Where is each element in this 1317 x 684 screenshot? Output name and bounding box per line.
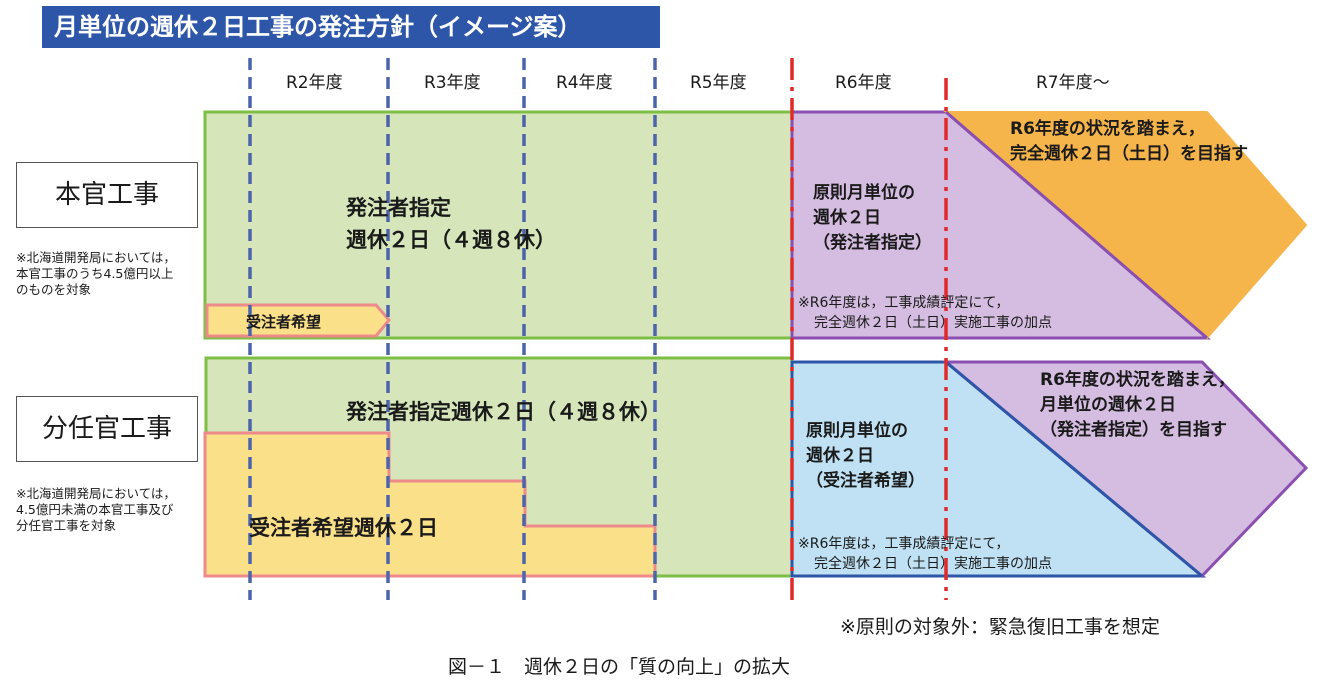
honkan-r6-line2: 週休２日 xyxy=(813,208,881,228)
footnote: ※原則の対象外：緊急復旧工事を想定 xyxy=(840,616,1160,638)
bunnin-r6-line1: 原則月単位の xyxy=(806,421,908,441)
bunnin-note: ※北海道開発局においては，4.5億円未満の本官工事及び分任官工事を対象 xyxy=(16,486,176,533)
honkan-r6-line1: 原則月単位の xyxy=(813,183,915,203)
year-dividers-red xyxy=(790,58,948,600)
honkan-contractor-hope-arrow xyxy=(205,303,391,338)
year-label-r4: R4年度 xyxy=(556,73,613,93)
honkan-note: ※北海道開発局においては，本官工事のうち4.5億円以上のものを対象 xyxy=(16,250,176,297)
bunnin-r6-note-line2: 完全週休２日（土日）実施工事の加点 xyxy=(814,556,1052,572)
year-label-r6: R6年度 xyxy=(835,73,892,93)
honkan-purple-diagonal xyxy=(945,110,1208,340)
honkan-label: 本官工事 xyxy=(16,162,198,228)
honkan-ordering-line1: 発注者指定 xyxy=(346,196,451,220)
figure-caption: 図－１ 週休２日の「質の向上」の拡大 xyxy=(448,656,791,678)
bunnin-r7-line1: R6年度の状況を踏まえ， xyxy=(1040,370,1235,390)
honkan-r7-line1: R6年度の状況を踏まえ， xyxy=(1010,119,1205,139)
bunnin-r7-line2: 月単位の週休２日 xyxy=(1040,395,1176,415)
bunnin-ordering-label: 発注者指定週休２日（４週８休） xyxy=(346,400,661,424)
honkan-r6-note-line1: ※R6年度は，工事成績評定にて， xyxy=(798,295,1010,311)
honkan-r6-note-line2: 完全週休２日（土日）実施工事の加点 xyxy=(814,315,1052,331)
diagram-title: 月単位の週休２日工事の発注方針（イメージ案） xyxy=(42,6,660,48)
bunnin-label: 分任官工事 xyxy=(16,396,198,462)
honkan-green-area xyxy=(203,110,794,340)
bunnin-r6-note-line1: ※R6年度は，工事成績評定にて， xyxy=(798,536,1010,552)
bunnin-r7-line3: （発注者指定）を目指す xyxy=(1040,420,1227,440)
bunnin-r6-line3: （受注者希望） xyxy=(806,471,925,491)
year-label-r5: R5年度 xyxy=(690,73,747,93)
honkan-r7-line2: 完全週休２日（土日）を目指す xyxy=(1010,144,1248,164)
year-label-r7: R7年度～ xyxy=(1036,73,1110,93)
year-label-r3: R3年度 xyxy=(424,73,481,93)
honkan-r6-line3: （発注者指定） xyxy=(813,233,932,253)
honkan-contractor-hope-label: 受注者希望 xyxy=(246,313,322,331)
honkan-ordering-line2: 週休２日（４週８休） xyxy=(346,228,556,252)
year-dividers-blue xyxy=(248,58,657,600)
bunnin-contractor-hope-label: 受注者希望週休２日 xyxy=(249,516,438,540)
bunnin-blue-diagonal xyxy=(945,360,1203,578)
year-label-r2: R2年度 xyxy=(286,73,343,93)
bunnin-r6-line2: 週休２日 xyxy=(806,446,874,466)
